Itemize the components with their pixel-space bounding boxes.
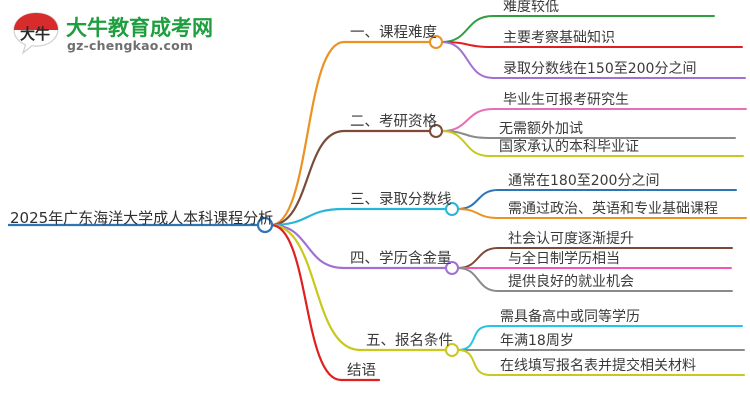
mindmap-leaf-label-2-3[interactable]: 国家承认的本科毕业证	[499, 139, 639, 155]
logo-name-text: 大牛教育成考网	[66, 16, 213, 40]
mindmap-leaf-label-1-3[interactable]: 录取分数线在150至200分之间	[503, 61, 697, 77]
mindmap-leaf-label-3-2[interactable]: 需通过政治、英语和专业基础课程	[508, 201, 718, 217]
site-logo[interactable]: 大牛 大牛教育成考网 gz-chengkao.com	[12, 8, 213, 58]
mindmap-leaf-label-5-3[interactable]: 在线填写报名表并提交相关材料	[500, 358, 696, 374]
mindmap-leaf-label-1-2[interactable]: 主要考察基础知识	[503, 30, 615, 46]
mindmap-leaf-label-1-1[interactable]: 难度较低	[503, 0, 559, 15]
speech-bubble-logo-icon: 大牛	[13, 12, 59, 55]
mindmap-branch-label-2[interactable]: 二、考研资格	[350, 114, 437, 130]
svg-text:大牛: 大牛	[20, 25, 50, 43]
mindmap-edges	[8, 15, 747, 382]
mindmap-leaf-label-4-3[interactable]: 提供良好的就业机会	[508, 274, 634, 290]
mindmap-branch-label-5[interactable]: 五、报名条件	[366, 333, 453, 349]
mindmap-leaf-label-2-1[interactable]: 毕业生可报考研究生	[503, 92, 629, 108]
mindmap-branch-label-1[interactable]: 一、课程难度	[350, 25, 437, 41]
mindmap-branch-label-6[interactable]: 结语	[347, 363, 376, 379]
mindmap-nodes	[256, 35, 459, 357]
mindmap-leaf-label-3-1[interactable]: 通常在180至200分之间	[508, 173, 660, 189]
logo-url-text: gz-chengkao.com	[67, 38, 194, 53]
mindmap-leaf-label-2-2[interactable]: 无需额外加试	[499, 121, 583, 137]
mindmap-leaf-label-4-2[interactable]: 与全日制学历相当	[508, 251, 620, 267]
mindmap-branch-label-3[interactable]: 三、录取分数线	[350, 192, 452, 208]
mindmap-leaf-label-4-1[interactable]: 社会认可度逐渐提升	[508, 231, 634, 247]
mindmap-branch-label-4[interactable]: 四、学历含金量	[350, 251, 452, 267]
mindmap-leaf-label-5-1[interactable]: 需具备高中或同等学历	[500, 309, 640, 325]
mindmap-leaf-label-5-2[interactable]: 年满18周岁	[500, 333, 574, 349]
mindmap-root-label: 2025年广东海洋大学成人本科课程分析	[10, 209, 274, 227]
